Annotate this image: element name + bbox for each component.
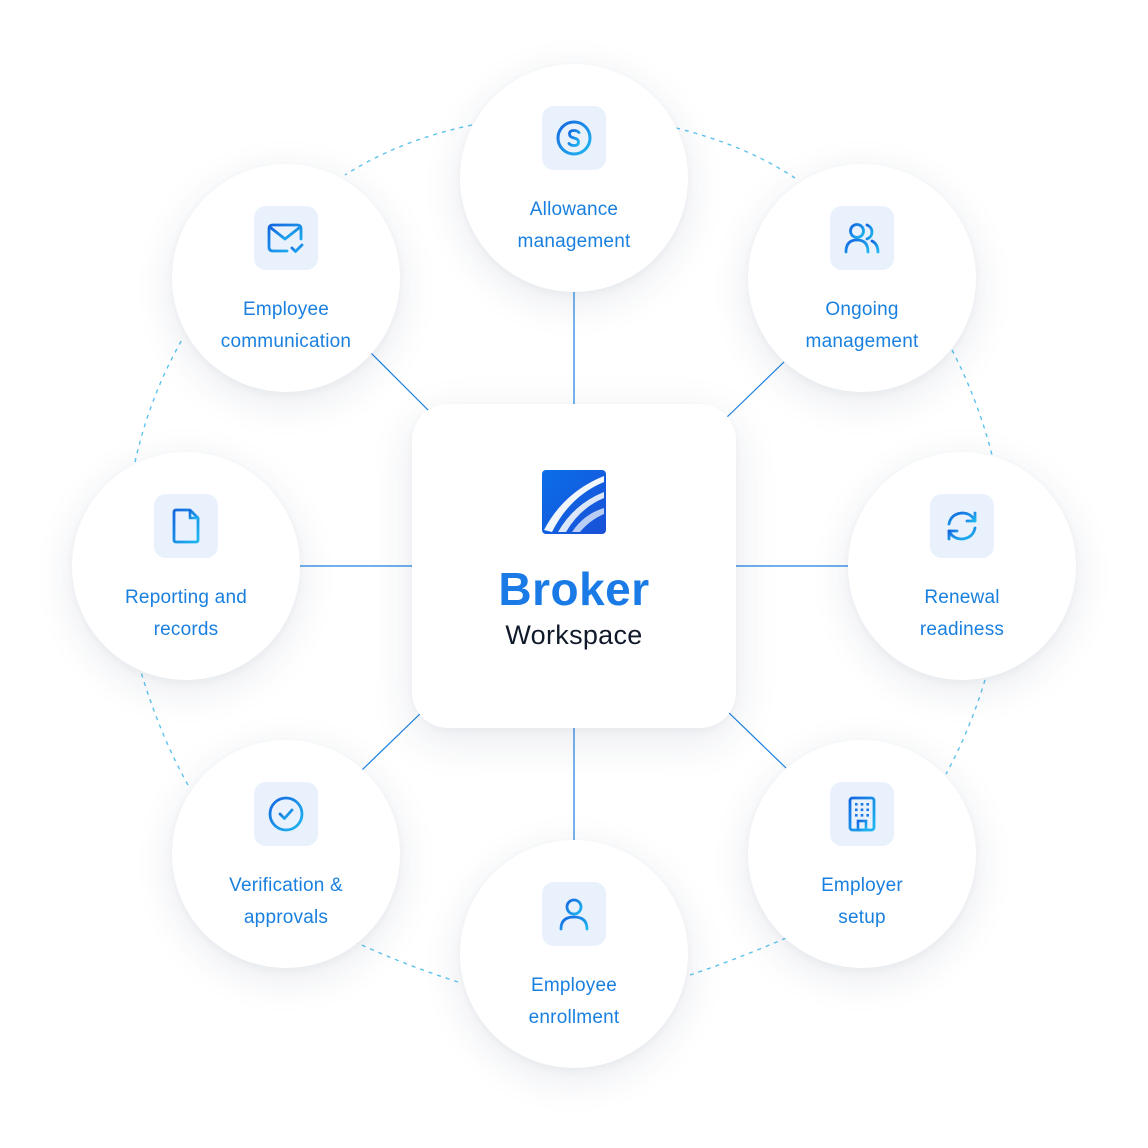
- icon-tile: [830, 206, 894, 270]
- user-icon: [559, 898, 589, 931]
- check-circle-icon: [268, 796, 304, 832]
- mail-check-icon: [267, 223, 304, 253]
- node-label: Employee enrollment: [528, 975, 620, 1028]
- broker-logo-icon: [542, 470, 606, 534]
- spoke-verification: [361, 709, 425, 771]
- node-reporting-records[interactable]: Reporting and records: [72, 452, 300, 680]
- node-label: Allowance management: [517, 199, 631, 252]
- icon-tile: [542, 106, 606, 170]
- node-allowance-management[interactable]: Allowance management: [460, 64, 688, 292]
- center-card[interactable]: Broker Workspace: [412, 404, 736, 728]
- users-icon: [844, 223, 880, 254]
- node-ongoing-management[interactable]: Ongoing management: [748, 164, 976, 392]
- node-label: Employee communication: [220, 299, 352, 352]
- center-title: Broker: [498, 563, 650, 615]
- dollar-icon: [556, 120, 592, 156]
- icon-tile: [930, 494, 994, 558]
- icon-tile: [154, 494, 218, 558]
- icon-tile: [542, 882, 606, 946]
- node-employee-enrollment[interactable]: Employee enrollment: [460, 840, 688, 1068]
- node-label: Ongoing management: [805, 299, 919, 352]
- node-verification-approvals[interactable]: Verification & approvals: [172, 740, 400, 968]
- node-employer-setup[interactable]: Employer setup: [748, 740, 976, 968]
- spoke-ongoing: [723, 361, 785, 421]
- node-label: Employer setup: [821, 875, 903, 928]
- icon-tile: [830, 782, 894, 846]
- center-subtitle: Workspace: [505, 620, 643, 650]
- node-label: Verification & approvals: [229, 875, 343, 928]
- node-employee-communication[interactable]: Employee communication: [172, 164, 400, 392]
- dotted-ring: [134, 124, 993, 983]
- spoke-communication: [369, 351, 433, 415]
- icon-tile: [254, 782, 318, 846]
- node-label: Renewal readiness: [919, 587, 1005, 640]
- document-icon: [172, 508, 200, 544]
- icon-tile: [254, 206, 318, 270]
- spoke-employer: [725, 709, 787, 769]
- building-icon: [848, 796, 876, 832]
- node-renewal-readiness[interactable]: Renewal readiness: [848, 452, 1076, 680]
- refresh-icon: [947, 511, 977, 541]
- node-label: Reporting and records: [125, 587, 247, 640]
